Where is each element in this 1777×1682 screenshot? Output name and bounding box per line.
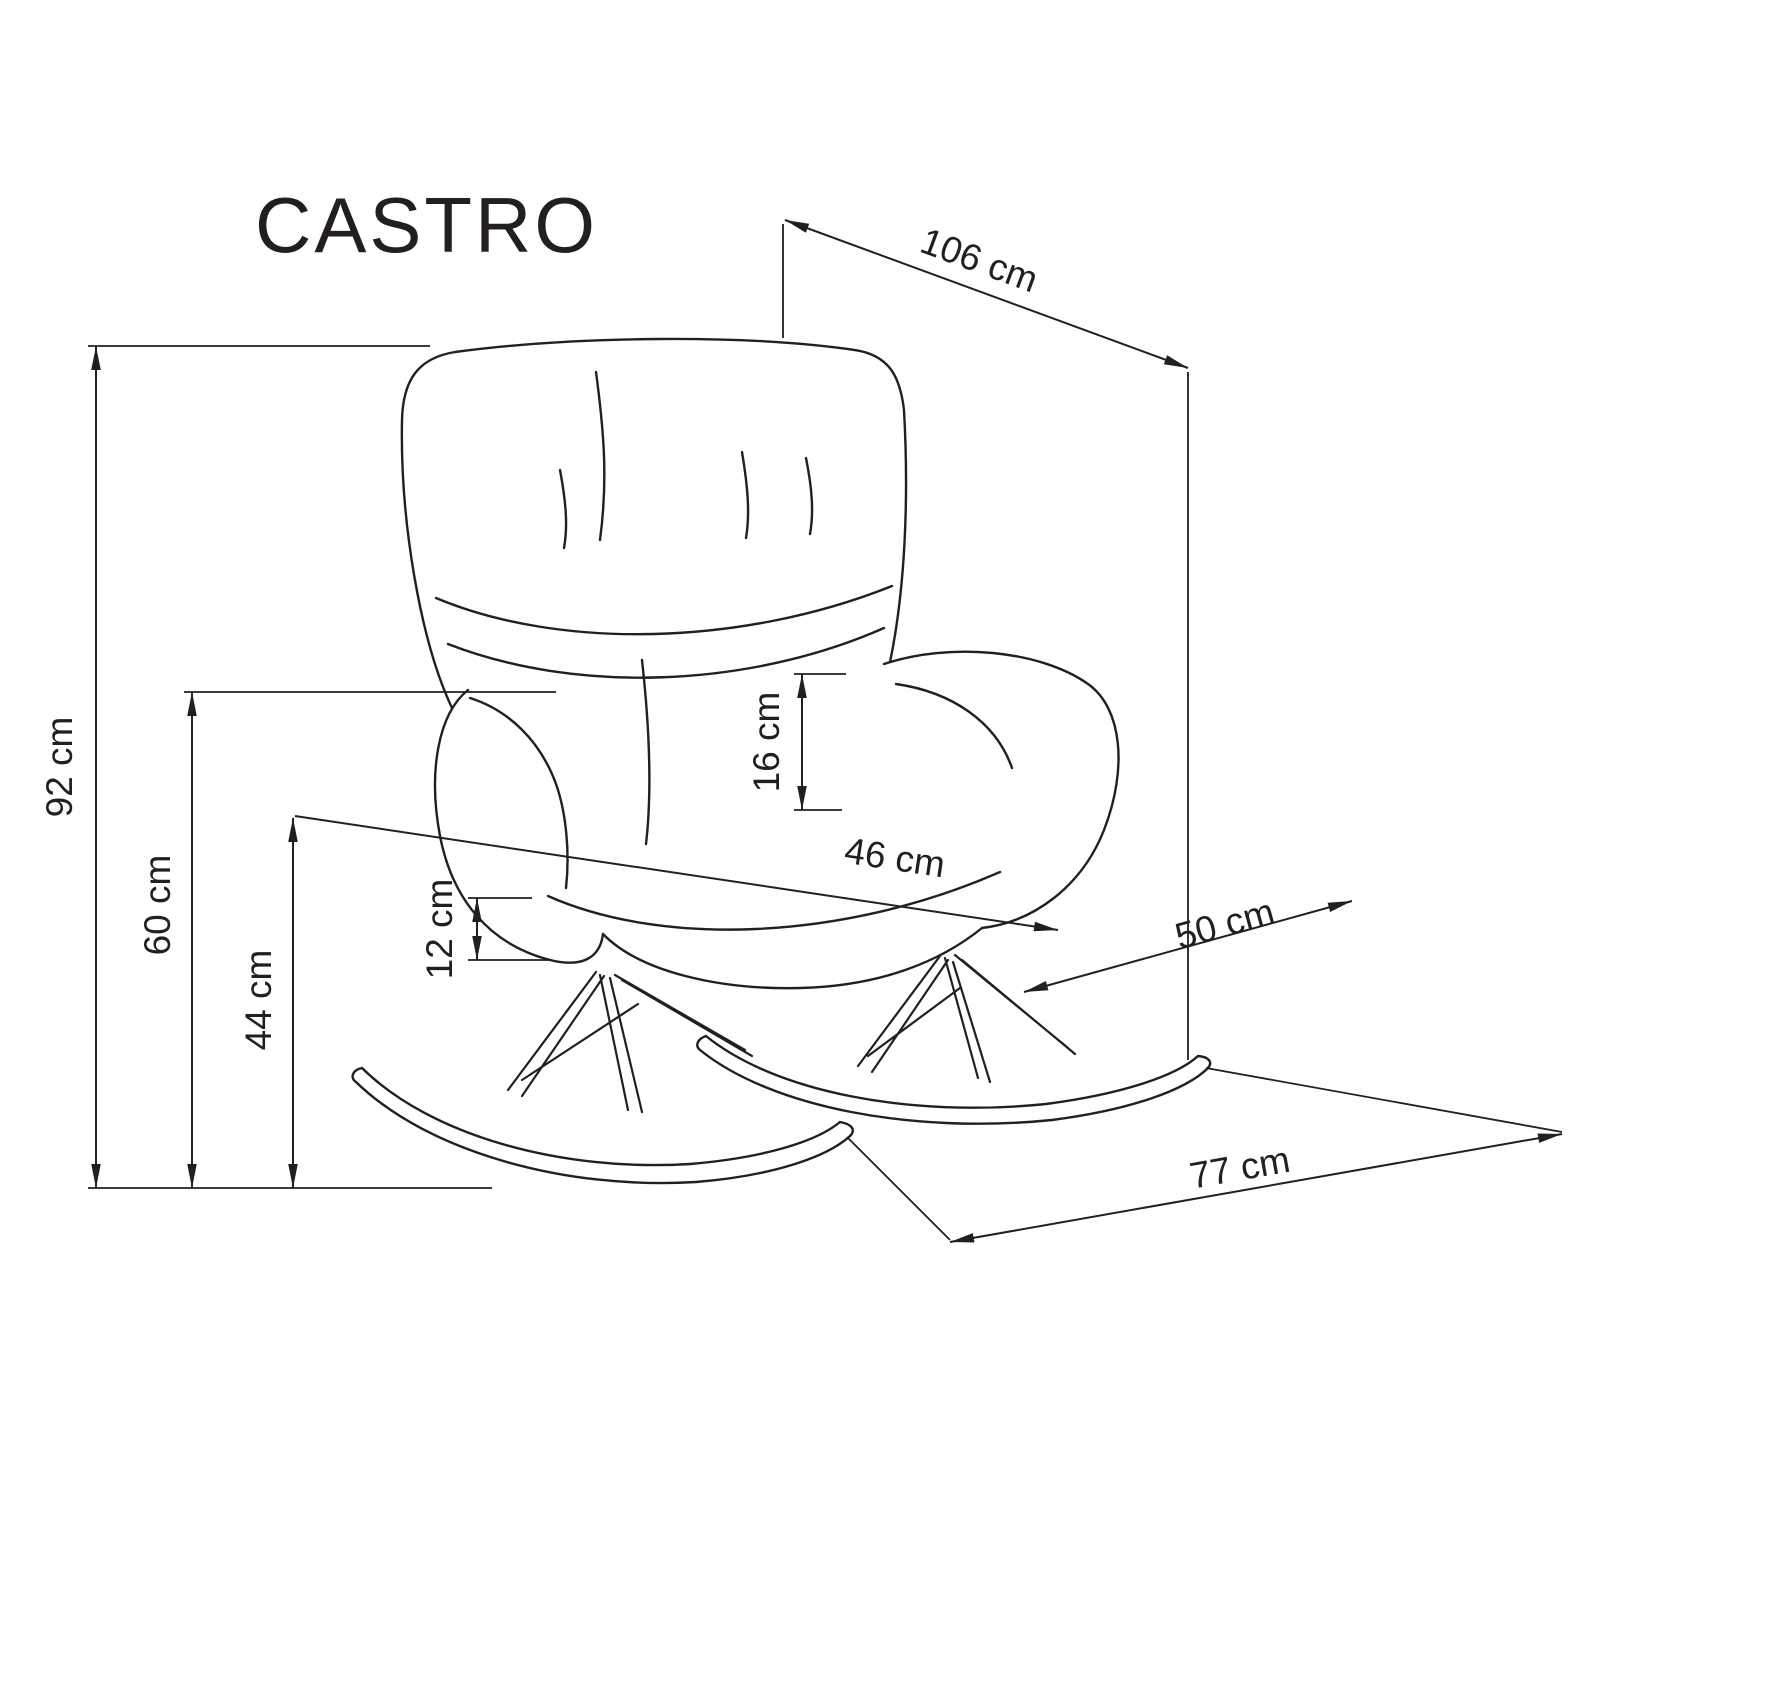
dimension-base-length: 77 cm (847, 1067, 1563, 1243)
chair-headrest-seam (434, 584, 894, 679)
chair-backrest-outline (400, 337, 908, 710)
chair-rear-rocker (696, 1034, 1212, 1125)
dimension-label-12cm: 12 cm (419, 879, 460, 980)
chair-left-armrest (433, 688, 605, 964)
chair-back-center-crease (640, 658, 651, 846)
dimension-armrest-height: 60 cm (137, 691, 556, 1188)
dimension-armrest-above-seat: 16 cm (746, 673, 846, 811)
dimension-label-106cm: 106 cm (915, 220, 1043, 300)
diagram-title: CASTRO (255, 181, 598, 269)
dimension-line (949, 1133, 1563, 1243)
dimension-total-height: 92 cm (39, 345, 492, 1189)
chair-seat-cushion (546, 870, 1002, 990)
dimension-label-50cm: 50 cm (1171, 891, 1279, 957)
dimension-depth-diagonal: 106 cm (782, 219, 1189, 1060)
dimension-line (1023, 900, 1353, 993)
chair-front-rocker (351, 1066, 854, 1185)
extension-lines (88, 345, 492, 1189)
dimension-seat-width: 46 cm (294, 815, 1059, 932)
dimension-cushion-thickness: 12 cm (419, 879, 550, 980)
rocking-chair-drawing (351, 337, 1212, 1185)
chair-upholstery-creases (558, 370, 814, 550)
dimension-label-16cm: 16 cm (746, 692, 787, 793)
dimension-label-44cm: 44 cm (238, 950, 279, 1051)
extension-lines (847, 1067, 1563, 1241)
extension-lines (468, 897, 550, 961)
dimension-line (294, 815, 1059, 932)
dimension-label-46cm: 46 cm (842, 830, 948, 885)
dimension-line (784, 219, 1189, 369)
dimension-label-92cm: 92 cm (39, 717, 80, 818)
chair-right-armrest (882, 650, 1120, 930)
dimension-seat-height: 44 cm (238, 818, 298, 1188)
dimension-label-60cm: 60 cm (137, 855, 178, 956)
dimension-label-77cm: 77 cm (1187, 1139, 1293, 1197)
chair-wire-legs (506, 953, 1077, 1114)
